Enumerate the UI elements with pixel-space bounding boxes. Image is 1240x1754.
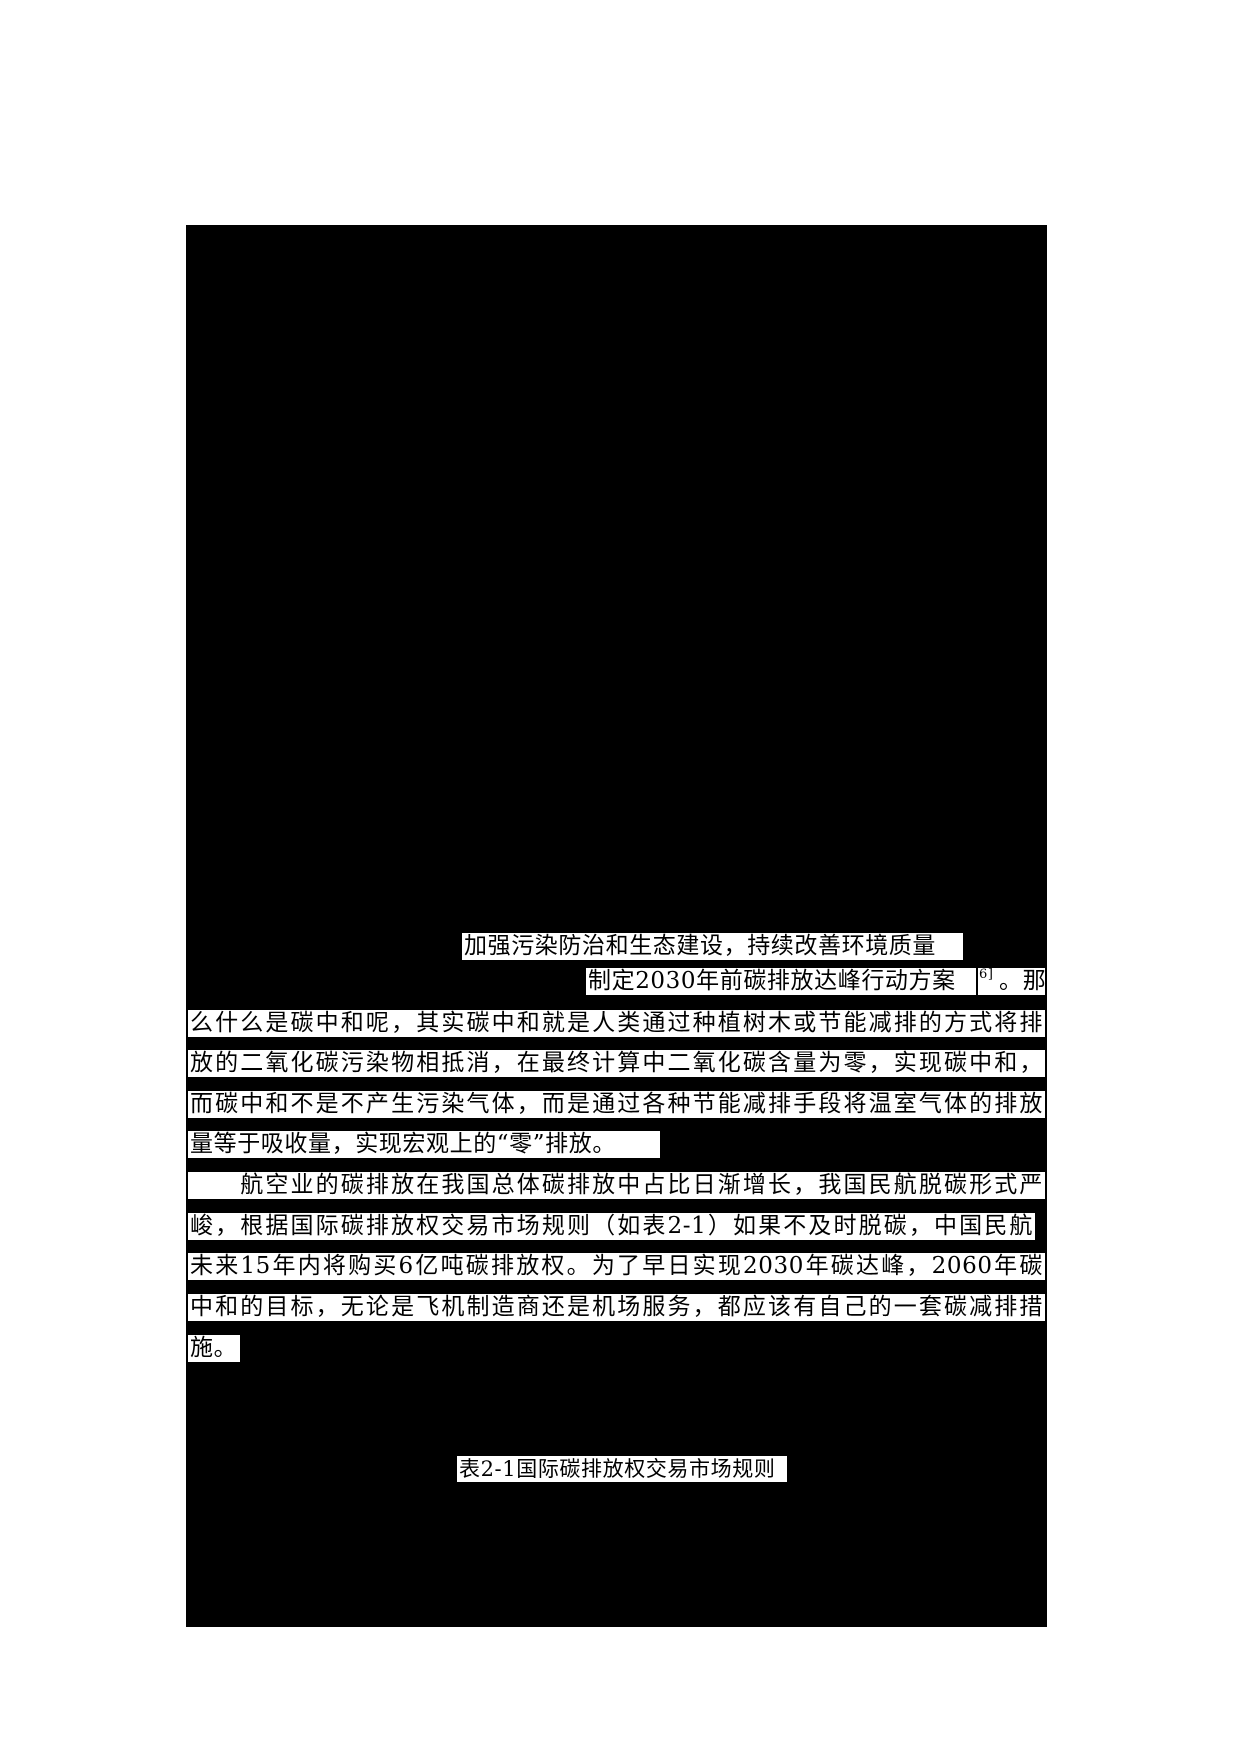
text-line-3: 么什么是碳中和呢，其实碳中和就是人类通过种植树木或节能减排的方式将排 <box>188 1010 1045 1037</box>
text-line-2-tail: 。那 <box>997 968 1045 995</box>
table-caption: 表2-1国际碳排放权交易市场规则 <box>457 1456 787 1482</box>
text-line-2: 制定2030年前碳排放达峰行动方案 <box>586 968 976 995</box>
citation-ref: 6] <box>978 968 998 995</box>
text-line-6: 量等于吸收量，实现宏观上的“零”排放。 <box>188 1131 660 1158</box>
text-line-4: 放的二氧化碳污染物相抵消，在最终计算中二氧化碳含量为零，实现碳中和， <box>188 1050 1045 1077</box>
text-line-8: 峻，根据国际碳排放权交易市场规则（如表2-1）如果不及时脱碳，中国民航 <box>188 1213 1035 1240</box>
text-line-10: 中和的目标，无论是飞机制造商还是机场服务，都应该有自己的一套碳减排措 <box>188 1294 1045 1321</box>
redacted-region <box>186 225 1047 1627</box>
text-line-9: 未来15年内将购买6亿吨碳排放权。为了早日实现2030年碳达峰，2060年碳 <box>188 1253 1045 1280</box>
text-line-11: 施。 <box>188 1335 240 1362</box>
text-line-1: 加强污染防治和生态建设，持续改善环境质量 <box>462 933 963 960</box>
text-line-5: 而碳中和不是不产生污染气体，而是通过各种节能减排手段将温室气体的排放 <box>188 1091 1045 1118</box>
text-line-7: 航空业的碳排放在我国总体碳排放中占比日渐增长，我国民航脱碳形式严 <box>188 1172 1045 1199</box>
citation-number: 6] <box>979 968 994 982</box>
